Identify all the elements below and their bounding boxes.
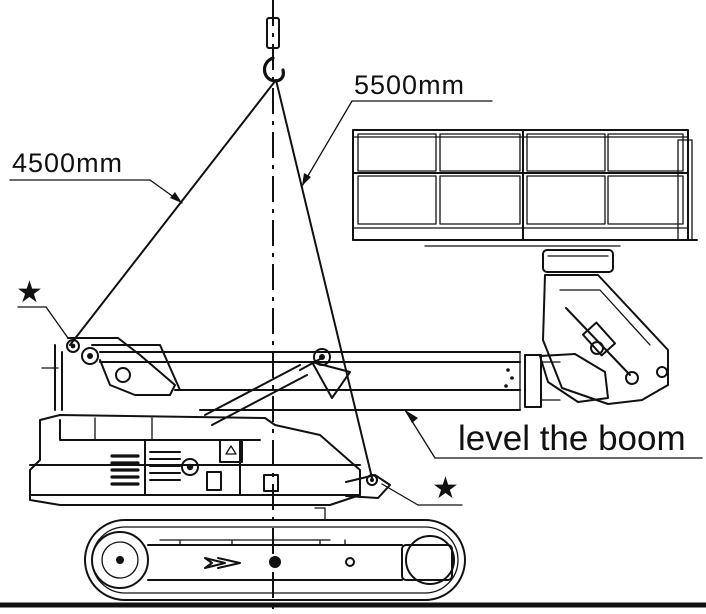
idler-wheel <box>405 535 455 585</box>
platform-rotator <box>539 249 669 405</box>
lift-point-left-callout: ★ <box>16 275 69 339</box>
dimension-label-right: 5500mm <box>354 70 465 100</box>
dimension-left: 4500mm <box>9 148 183 204</box>
crane-hook <box>262 0 285 83</box>
lift-point-right-callout: ★ <box>381 471 463 506</box>
chassis <box>29 414 391 521</box>
star-icon-left: ★ <box>16 275 43 310</box>
instruction-label: level the boom <box>458 419 686 458</box>
boom-pivot <box>41 337 181 411</box>
drive-sprocket <box>91 531 149 589</box>
warning-label <box>219 439 243 463</box>
level-boom-callout: level the boom <box>404 409 703 459</box>
engine-vent <box>110 454 140 486</box>
side-vent <box>149 451 181 481</box>
crawler-track <box>84 519 466 601</box>
star-icon-right: ★ <box>432 471 459 506</box>
lift-cylinder <box>204 348 351 426</box>
dimension-label-left: 4500mm <box>12 148 123 178</box>
sling-left <box>69 79 277 346</box>
sling-right <box>275 79 373 479</box>
work-platform <box>352 129 698 247</box>
fuel-cap <box>206 471 222 491</box>
dimension-right: 5500mm <box>301 70 493 187</box>
boom <box>99 351 561 411</box>
